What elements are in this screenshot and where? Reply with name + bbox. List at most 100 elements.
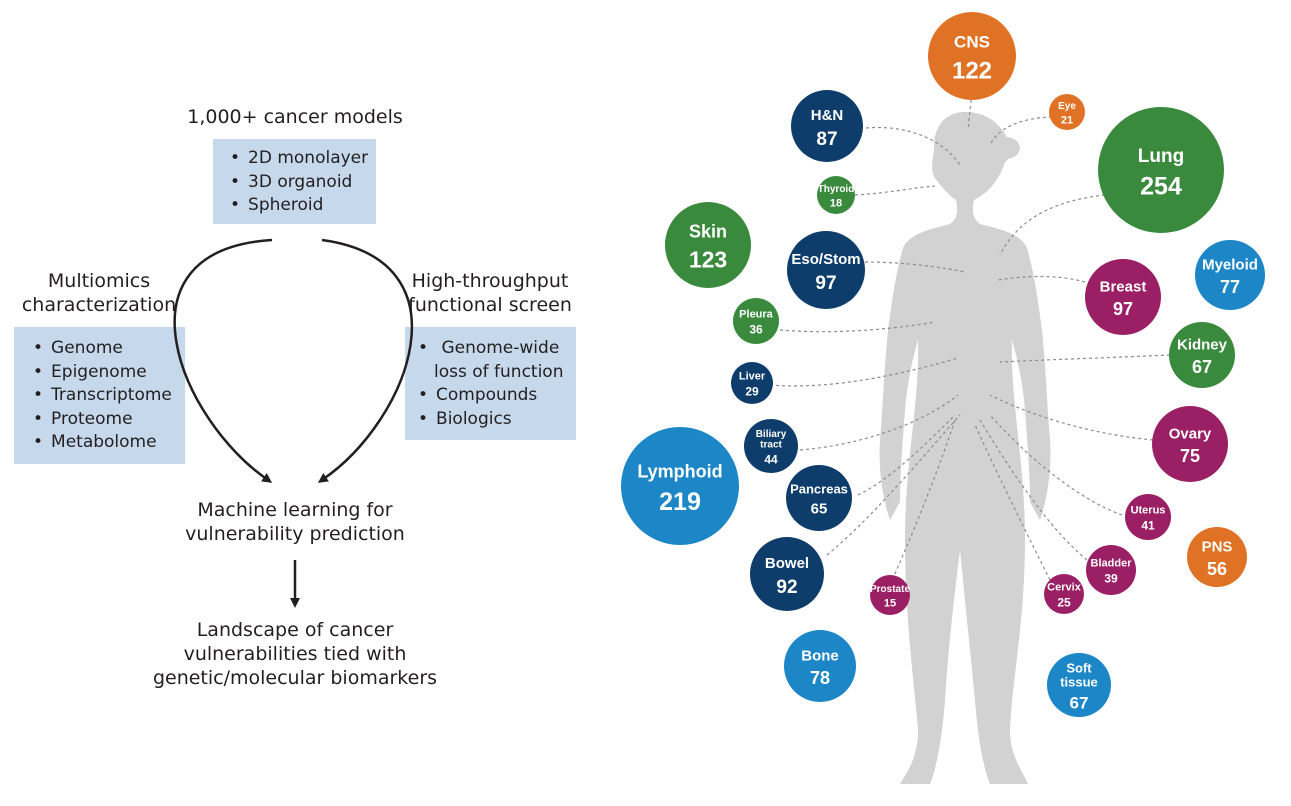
- bubble-label: Uterus: [1131, 505, 1166, 517]
- multiomics-item: Metabolome: [33, 431, 185, 455]
- bubble-count: 15: [884, 598, 896, 610]
- bubble-h-n: H&N 87: [791, 90, 863, 162]
- ml-text: Machine learning for vulnerability predi…: [185, 499, 405, 545]
- bubble-count: 36: [749, 323, 763, 337]
- bubble-count: 41: [1141, 519, 1155, 533]
- bubble-circle: [817, 176, 855, 214]
- bubble-circle: [787, 231, 865, 309]
- bubble-myeloid: Myeloid 77: [1195, 240, 1265, 310]
- bubble-label: tract: [760, 440, 782, 451]
- bubble-pns: PNS 56: [1187, 527, 1247, 587]
- bubble-label: Cervix: [1047, 582, 1082, 594]
- bubble-label: H&N: [811, 107, 844, 124]
- bubble-circle: [870, 575, 910, 615]
- bubble-count: 122: [952, 58, 992, 85]
- bubble-bone: Bone 78: [784, 630, 856, 702]
- screen-item: Genome-wide loss of function: [418, 337, 576, 384]
- bubble-circle: [621, 427, 739, 545]
- bubble-circle: [731, 362, 773, 404]
- bubble-uterus: Uterus 41: [1125, 494, 1171, 540]
- bubble-circle: [1047, 653, 1111, 717]
- bubble-count: 254: [1140, 172, 1182, 200]
- bubble-count: 87: [816, 129, 837, 150]
- human-silhouette: [879, 112, 1051, 784]
- bubble-count: 77: [1220, 277, 1240, 297]
- bubble-cervix: Cervix 25: [1044, 574, 1084, 614]
- models-item: 2D monolayer: [230, 147, 376, 171]
- bubble-circle: [1169, 322, 1235, 388]
- bubble-circle: [665, 202, 751, 288]
- bubble-count: 97: [1113, 299, 1133, 319]
- bubble-circle: [1086, 545, 1136, 595]
- bubble-label: Bowel: [765, 555, 809, 572]
- bubble-count: 78: [810, 668, 830, 688]
- bubble-label: Skin: [689, 222, 727, 242]
- bubble-label: Bone: [801, 648, 839, 665]
- models-item: 3D organoid: [230, 171, 376, 195]
- bubble-label: Soft: [1066, 661, 1092, 676]
- bubble-label: Kidney: [1177, 337, 1228, 354]
- multiomics-item: Epigenome: [33, 361, 185, 385]
- multiomics-item: Proteome: [33, 408, 185, 432]
- screen-item: Biologics: [418, 408, 576, 432]
- bubble-label: Prostate: [870, 584, 910, 595]
- bubble-label: Eso/Stom: [791, 251, 860, 268]
- bubble-circle: [928, 12, 1016, 100]
- bubble-cns: CNS 122: [928, 12, 1016, 100]
- bubble-circle: [750, 537, 824, 611]
- multiomics-box: Genome Epigenome Transcriptome Proteome …: [14, 327, 185, 464]
- bubble-circle: [784, 630, 856, 702]
- bubble-count: 25: [1057, 596, 1071, 610]
- landscape-text: Landscape of cancer vulnerabilities tied…: [152, 619, 438, 689]
- bubble-circle: [791, 90, 863, 162]
- bubble-circle: [1044, 574, 1084, 614]
- bubble-count: 56: [1207, 559, 1227, 579]
- multiomics-item: Transcriptome: [33, 384, 185, 408]
- bubble-circle: [1195, 240, 1265, 310]
- bubble-label: PNS: [1202, 539, 1233, 556]
- bubble-label: Thyroid: [818, 184, 855, 195]
- bubble-label: CNS: [954, 33, 990, 52]
- bubble-circle: [786, 465, 852, 531]
- bubble-prostate: Prostate 15: [870, 575, 910, 615]
- multiomics-title: Multiomics characterization: [21, 270, 177, 316]
- bubble-label: Myeloid: [1202, 257, 1258, 274]
- bubble-circle: [1085, 259, 1161, 335]
- bubble-label: Pleura: [739, 309, 774, 321]
- models-title: 1,000+ cancer models: [187, 106, 403, 128]
- bubble-label: Bladder: [1091, 558, 1133, 570]
- bubble-count: 219: [659, 488, 701, 516]
- bubble-label: Ovary: [1169, 426, 1212, 443]
- bubble-thyroid: Thyroid 18: [817, 176, 855, 214]
- models-item: Spheroid: [230, 194, 376, 218]
- screen-title: High-throughput functional screen: [408, 270, 572, 316]
- screen-box: Genome-wide loss of function Compounds B…: [405, 327, 576, 440]
- bubble-bladder: Bladder 39: [1086, 545, 1136, 595]
- bubble-count: 29: [745, 385, 759, 399]
- bubble-label: tissue: [1060, 674, 1098, 689]
- leader-lines: [769, 99, 1171, 586]
- arrow-left-curve: [173, 238, 273, 483]
- multiomics-item: Genome: [33, 337, 185, 361]
- bubble-count: 67: [1192, 357, 1212, 377]
- bubble-circle: [1187, 527, 1247, 587]
- bubble-count: 39: [1104, 572, 1118, 586]
- bubble-pleura: Pleura 36: [733, 298, 779, 344]
- bubble-circle: [733, 298, 779, 344]
- bubble-label: Lung: [1138, 146, 1184, 167]
- bubble-circle: [1049, 94, 1085, 130]
- bubble-count: 44: [764, 452, 778, 466]
- bubble-count: 18: [830, 198, 842, 210]
- bubble-label: Eye: [1058, 101, 1076, 112]
